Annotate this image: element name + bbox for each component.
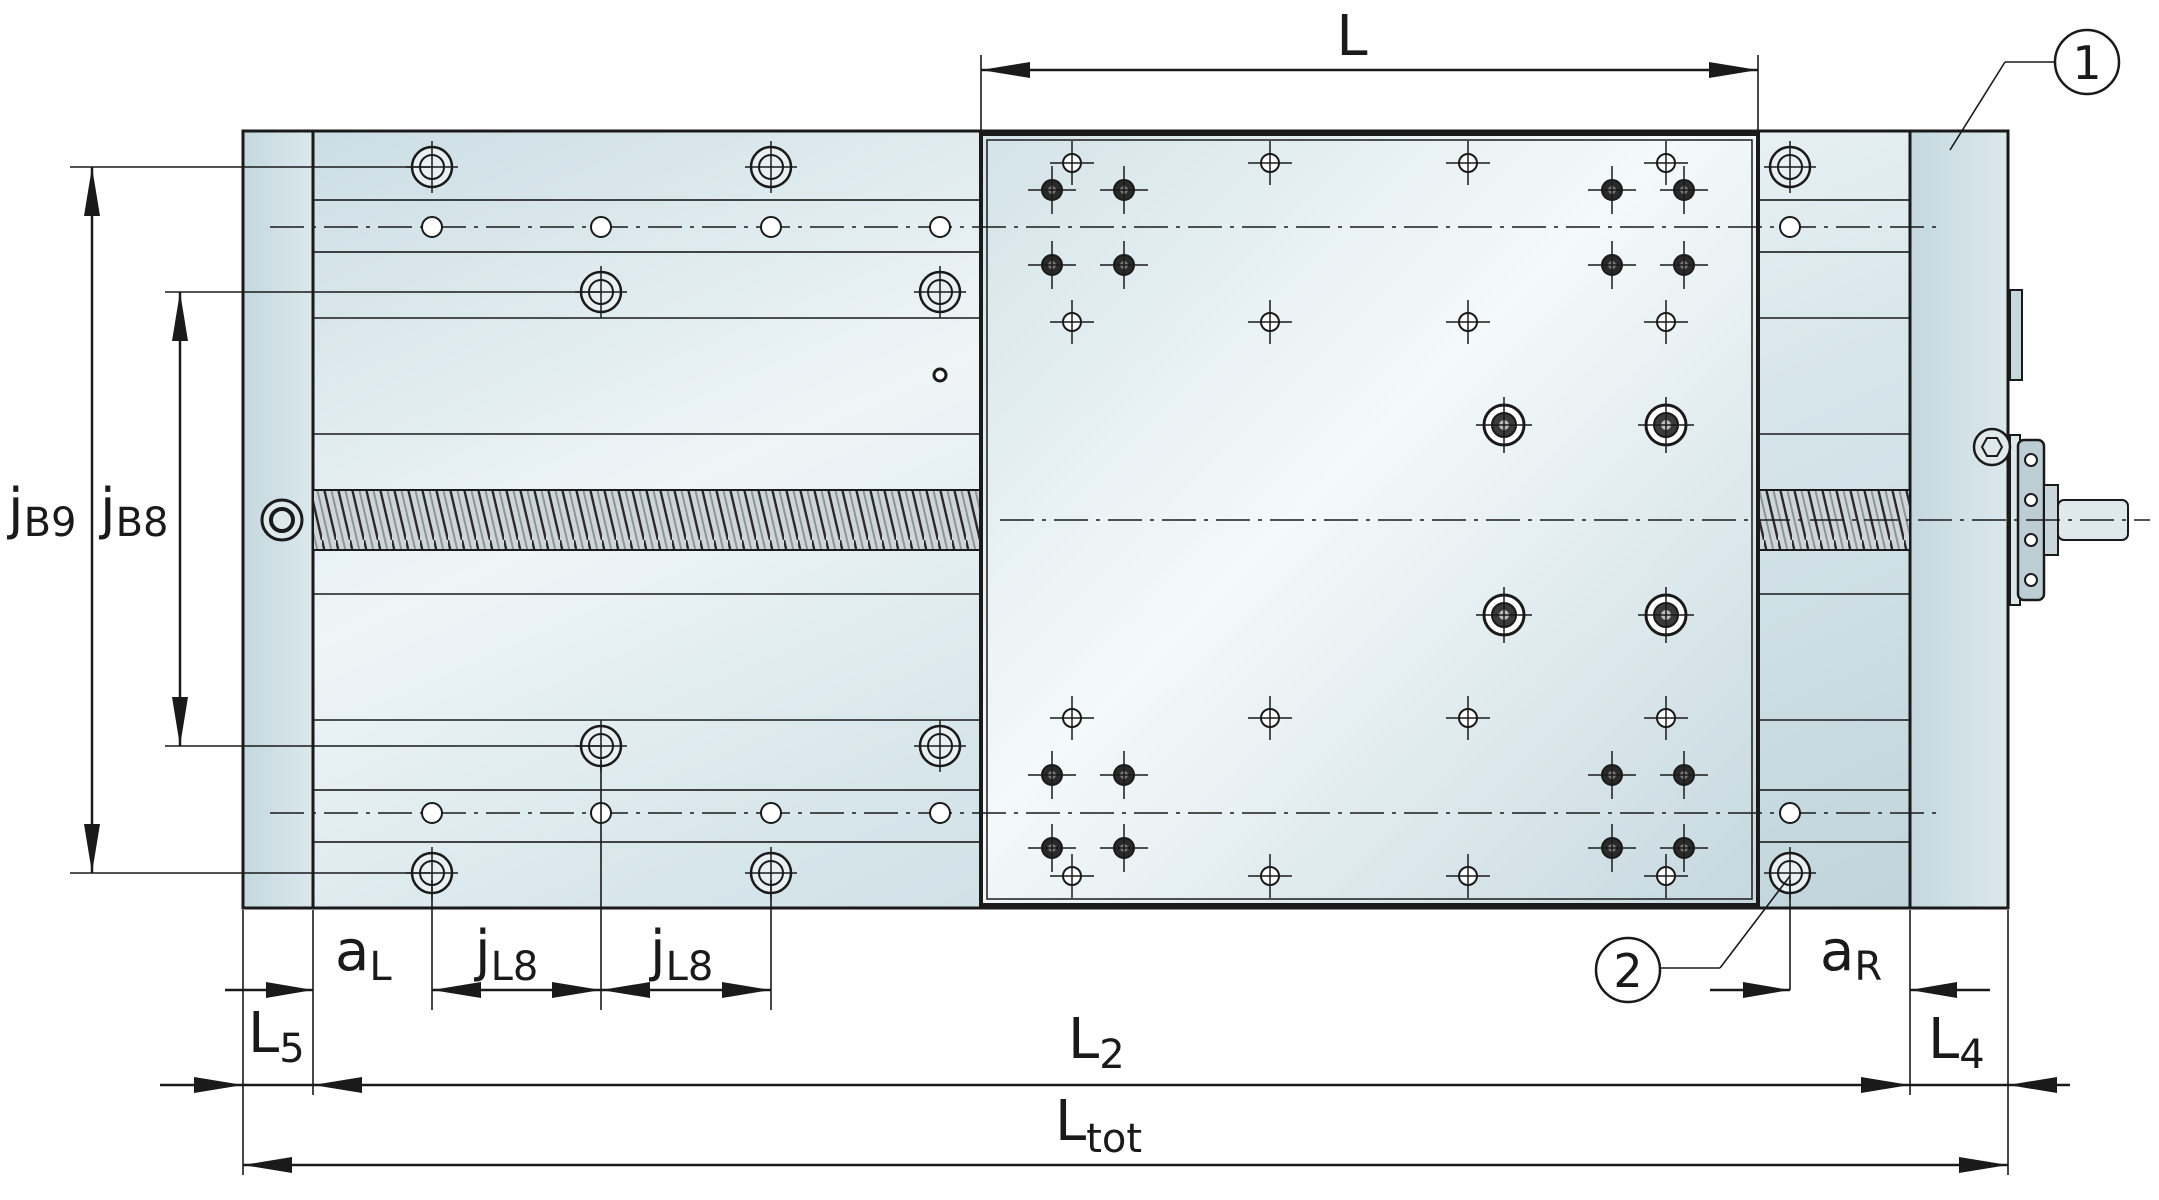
vent-hole-icon: [932, 367, 948, 383]
svg-text:1: 1: [2072, 36, 2101, 90]
pin-hole-icon: [1588, 166, 1636, 214]
rail-screw-hole-icon: [929, 802, 951, 824]
pin-hole-icon: [1660, 824, 1708, 872]
screw-bearing-icon: [260, 498, 304, 542]
label-L2: L2: [1068, 1007, 1125, 1078]
dim-L: L: [980, 4, 1759, 130]
label-L4: L4: [1928, 1007, 1985, 1078]
svg-text:2: 2: [1613, 944, 1642, 998]
label-jL8-2: jL8: [648, 919, 713, 990]
rail-screw-hole-icon: [760, 802, 782, 824]
pin-hole-icon: [1100, 824, 1148, 872]
threaded-hole-icon: [1248, 141, 1292, 185]
counterbore-hole-icon: [745, 141, 797, 193]
pin-hole-icon: [1660, 166, 1708, 214]
rail-holes: [421, 216, 1801, 824]
threaded-hole-icon: [1644, 854, 1688, 898]
threaded-hole-icon: [1644, 141, 1688, 185]
pin-hole-icon: [1100, 166, 1148, 214]
label-jB9: jB9: [6, 477, 76, 546]
pin-hole-icon: [1028, 751, 1076, 799]
pin-hole-icon: [1100, 751, 1148, 799]
threaded-hole-icon: [1446, 141, 1490, 185]
pin-hole-icon: [1588, 824, 1636, 872]
threaded-hole-icon: [1644, 696, 1688, 740]
carriage-bolt-icon: [1638, 397, 1694, 453]
threaded-hole-icon: [1050, 854, 1094, 898]
threaded-hole-icon: [1644, 300, 1688, 344]
rail-screw-hole-icon: [590, 216, 612, 238]
rail-screw-hole-icon: [421, 802, 443, 824]
threaded-hole-icon: [1050, 300, 1094, 344]
label-jB8: jB8: [98, 477, 168, 546]
center-lines: [270, 226, 2150, 814]
threaded-hole-icon: [1446, 696, 1490, 740]
pin-hole-icon: [1660, 241, 1708, 289]
label-L: L: [1336, 4, 1367, 69]
carriage-holes: [1028, 141, 1708, 898]
hex-screw-icon: [1972, 427, 2012, 467]
rail-screw-hole-icon: [1779, 216, 1801, 238]
threaded-hole-icon: [1050, 696, 1094, 740]
label-jL8-1: jL8: [473, 919, 538, 990]
dim-jB8: jB8: [98, 291, 600, 747]
label-Ltot: Ltot: [1055, 1089, 1142, 1162]
threaded-hole-icon: [1446, 300, 1490, 344]
pin-hole-icon: [1028, 241, 1076, 289]
callout-1: 1: [1949, 28, 2121, 151]
pin-hole-icon: [1588, 751, 1636, 799]
threaded-hole-icon: [1050, 141, 1094, 185]
counterbore-hole-icon: [914, 266, 966, 318]
rail-screw-hole-icon: [760, 216, 782, 238]
carriage-bolt-icon: [1476, 587, 1532, 643]
rail-screw-hole-icon: [421, 216, 443, 238]
pin-hole-icon: [1028, 824, 1076, 872]
pin-hole-icon: [1100, 241, 1148, 289]
rail-screw-hole-icon: [1779, 802, 1801, 824]
counterbore-hole-icon: [1764, 141, 1816, 193]
label-aL: aL: [335, 919, 392, 990]
counterbore-hole-icon: [914, 720, 966, 772]
label-L5: L5: [248, 1001, 305, 1072]
threaded-hole-icon: [1248, 300, 1292, 344]
dim-bottom: aL jL8 jL8 aR L5 L2 L4 Ltot: [160, 760, 2070, 1175]
dim-jB9: jB9: [6, 166, 430, 874]
rail-screw-hole-icon: [929, 216, 951, 238]
pin-hole-icon: [1028, 166, 1076, 214]
pin-hole-icon: [1588, 241, 1636, 289]
threaded-hole-icon: [1446, 854, 1490, 898]
threaded-hole-icon: [1248, 696, 1292, 740]
threaded-hole-icon: [1248, 854, 1292, 898]
carriage-bolt-icon: [1638, 587, 1694, 643]
carriage-bolt-icon: [1476, 397, 1532, 453]
callout-2: 2: [1594, 875, 1791, 1004]
pin-hole-icon: [1660, 751, 1708, 799]
label-aR: aR: [1820, 919, 1882, 990]
